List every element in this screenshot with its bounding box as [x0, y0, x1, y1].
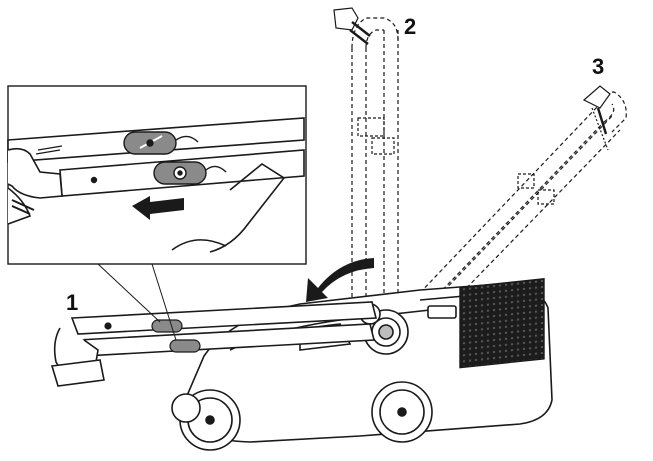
- callout-3: 3: [592, 54, 605, 79]
- curved-arrow-icon: [306, 258, 374, 302]
- handle-position-2: [351, 17, 399, 318]
- callout-leaders: [97, 263, 177, 341]
- front-wheel: [171, 389, 241, 451]
- handle-1-knobs: [104, 319, 201, 353]
- handle-position-1: [50, 301, 378, 387]
- pivot-knob: [359, 303, 409, 355]
- callout-1: 1: [66, 290, 79, 315]
- inset-knobs: [90, 131, 227, 185]
- handle-position-2-grip: [333, 7, 371, 45]
- handle-position-3-grip: [582, 85, 611, 135]
- rear-wheel: [371, 381, 433, 443]
- callout-2: 2: [404, 14, 417, 39]
- rear-grille: [459, 278, 545, 369]
- arrow-left-icon: [132, 196, 184, 220]
- detail-inset: [7, 85, 307, 265]
